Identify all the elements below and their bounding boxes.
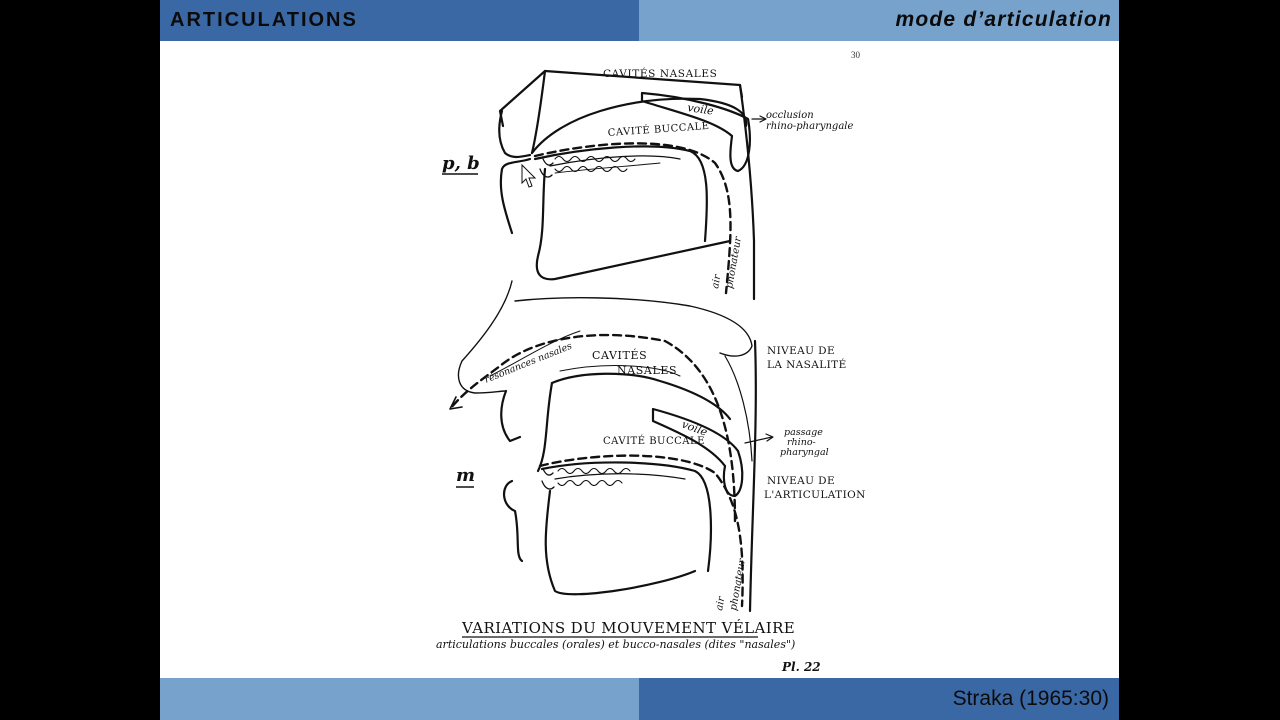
passage-label-3: pharyngal [780, 447, 829, 458]
top-figure [498, 69, 767, 301]
footer-right-band: Straka (1965:30) [639, 678, 1119, 720]
passage-label-2: rhino- [787, 437, 816, 448]
bottom-cavites-label-2: NASALES [617, 364, 677, 377]
page-number: 30 [851, 50, 860, 60]
top-phonateur-label: phonateur [724, 235, 744, 290]
bottom-sound-label: m [456, 465, 475, 486]
slide: ARTICULATIONS mode d’articulation 30 [160, 0, 1119, 720]
top-cavites-nasales-label: CAVITÉS NASALES [603, 66, 717, 80]
niveau-articulation-label-2: L'ARTICULATION [764, 489, 866, 501]
bottom-cavites-label-1: CAVITÉS [592, 348, 647, 362]
slide-subtitle: mode d’articulation [895, 8, 1112, 31]
top-sound-label: p, b [442, 153, 480, 174]
footer-citation: Straka (1965:30) [952, 687, 1109, 710]
niveau-articulation-label-1: NIVEAU DE [767, 475, 835, 487]
caption-title: VARIATIONS DU MOUVEMENT VÉLAIRE [461, 619, 795, 637]
bottom-cavite-buccale-label: CAVITÉ BUCCALE [603, 435, 705, 447]
top-occlusion-label-2: rhino-pharyngale [766, 121, 853, 132]
bottom-air-label: air [714, 595, 727, 612]
niveau-nasalite-label-2: LA NASALITÉ [767, 357, 847, 371]
footer-left-band [160, 678, 639, 720]
niveau-nasalite-label-1: NIVEAU DE [767, 345, 835, 357]
header-right-band: mode d’articulation [639, 0, 1119, 41]
mouse-cursor-icon [521, 163, 537, 188]
slide-title: ARTICULATIONS [170, 9, 358, 31]
passage-label-1: passage [784, 427, 823, 438]
top-occlusion-label-1: occlusion [766, 110, 814, 121]
plate-number: Pl. 22 [781, 660, 821, 674]
top-air-label: air [710, 273, 723, 290]
caption-subtitle: articulations buccales (orales) et bucco… [436, 638, 795, 651]
top-voile-label: voile [687, 101, 715, 118]
bottom-figure [448, 280, 774, 613]
top-cavite-buccale-label: CAVITÉ BUCCALE [607, 120, 710, 139]
velar-movement-diagram: p, b CAVITÉS NASALES voile CAVITÉ BUCCAL… [436, 66, 866, 674]
bottom-phonateur-label: phonateur [728, 557, 748, 612]
header-left-band: ARTICULATIONS [160, 0, 639, 41]
